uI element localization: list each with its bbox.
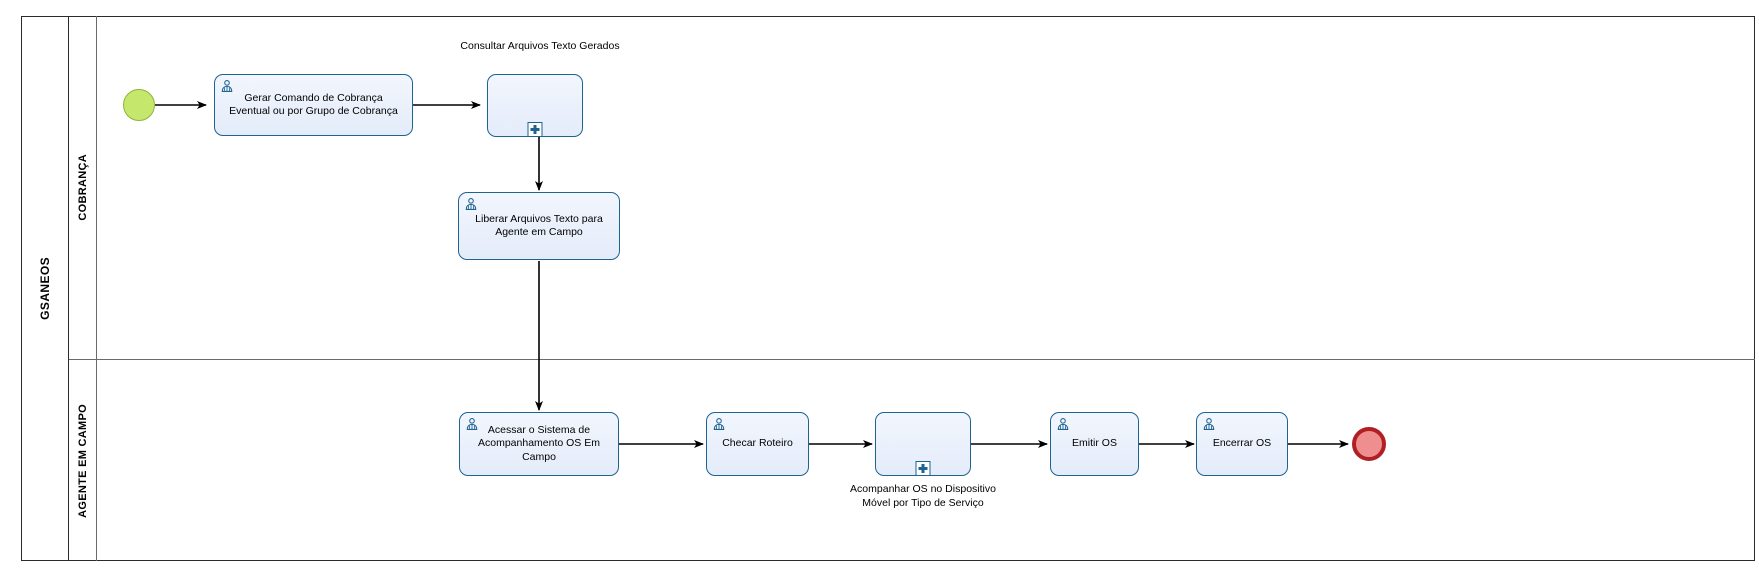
lane-label-cobranca-text: COBRANÇA xyxy=(76,154,89,221)
start-event[interactable] xyxy=(123,89,155,121)
user-task-icon xyxy=(1203,418,1215,430)
lane-label-agente-em-campo: AGENTE EM CAMPO xyxy=(69,360,97,561)
task-liberar-arquivos-texto[interactable]: Liberar Arquivos Texto para Agente em Ca… xyxy=(458,192,620,260)
task-label: Liberar Arquivos Texto para Agente em Ca… xyxy=(475,212,603,238)
task-encerrar-os[interactable]: Encerrar OS xyxy=(1196,412,1288,476)
user-task-icon xyxy=(466,418,478,430)
user-task-icon xyxy=(713,418,725,430)
task-label: Emitir OS xyxy=(1072,437,1117,450)
pool-label-gsaneos: GSANEOS xyxy=(21,16,69,561)
task-acessar-o-sistema-de-acompanhamento[interactable]: Acessar o Sistema de Acompanhamento OS E… xyxy=(459,412,619,476)
subprocess-acompanhar-os-dispositivo-movel[interactable] xyxy=(875,412,971,476)
task-label: Encerrar OS xyxy=(1212,437,1272,450)
task-emitir-os[interactable]: Emitir OS xyxy=(1050,412,1139,476)
task-checar-roteiro[interactable]: Checar Roteiro xyxy=(706,412,809,476)
subprocess-expand-plus-icon[interactable] xyxy=(915,461,931,476)
lane-label-agente-em-campo-text: AGENTE EM CAMPO xyxy=(76,403,89,518)
lane-cobranca: COBRANÇA xyxy=(69,16,1755,360)
subprocess-acompanhar-os-label: Acompanhar OS no Dispositivo Móvel por T… xyxy=(850,483,996,509)
lane-agente-em-campo: AGENTE EM CAMPO xyxy=(69,360,1755,561)
task-label: Checar Roteiro xyxy=(722,437,793,450)
subprocess-consultar-arquivos-label: Consultar Arquivos Texto Gerados xyxy=(460,40,620,52)
user-task-icon xyxy=(465,198,477,210)
lane-label-cobranca: COBRANÇA xyxy=(69,16,97,359)
task-gerar-comando-de-cobranca[interactable]: Gerar Comando de Cobrança Eventual ou po… xyxy=(214,74,413,136)
user-task-icon xyxy=(221,80,233,92)
subprocess-consultar-arquivos-texto-gerados[interactable] xyxy=(487,74,583,137)
pool-label-text: GSANEOS xyxy=(37,257,52,320)
end-event[interactable] xyxy=(1352,427,1386,461)
task-label: Gerar Comando de Cobrança Eventual ou po… xyxy=(229,91,398,117)
task-label: Acessar o Sistema de Acompanhamento OS E… xyxy=(478,424,600,463)
user-task-icon xyxy=(1057,418,1069,430)
subprocess-expand-plus-icon[interactable] xyxy=(527,122,543,137)
